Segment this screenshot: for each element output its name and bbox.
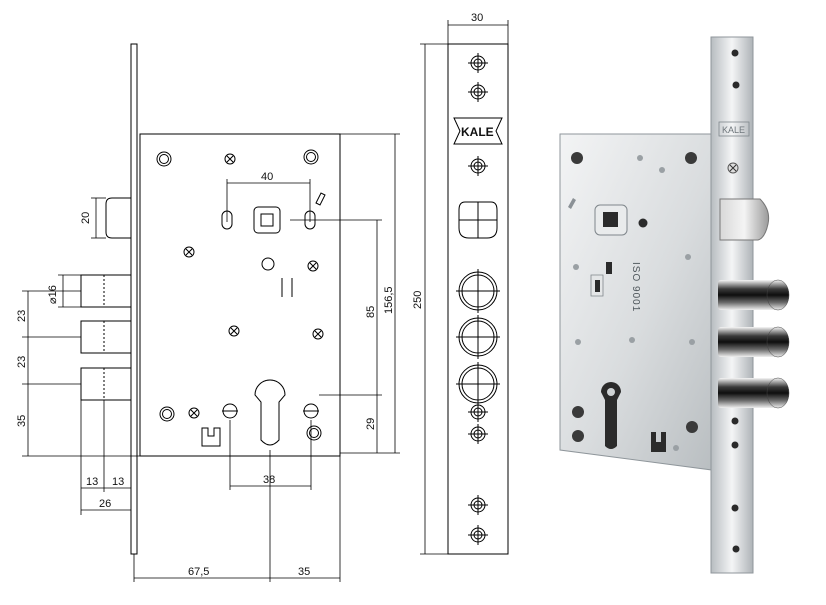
faceplate-dimensions	[420, 20, 509, 555]
faceplate-screw-top-2	[468, 82, 488, 102]
front-screw-2	[183, 246, 195, 258]
front-faceplate	[130, 43, 138, 555]
faceplate-screw-bottom-2	[468, 525, 488, 545]
front-mount-hole-tl	[156, 151, 172, 167]
photo-plate-logo: KALE	[722, 125, 745, 135]
dim-label-dia16: ⌀16	[47, 285, 59, 304]
faceplate-screw-lower-2	[468, 424, 488, 444]
faceplate-outline	[447, 43, 509, 555]
front-deadbolt-1	[80, 274, 132, 308]
front-deadbolt-3	[80, 367, 132, 401]
photo-deadbolt-1	[718, 279, 790, 311]
front-screw-1	[224, 153, 236, 165]
dim-label-29: 29	[365, 418, 377, 430]
dim-label-13a: 13	[86, 476, 98, 488]
photo-plate-screw	[727, 162, 739, 174]
faceplate-view: KALE	[447, 43, 509, 555]
dim-label-35-left: 35	[16, 415, 28, 427]
faceplate-bolt-hole-2	[456, 315, 500, 359]
dim-label-40: 40	[261, 171, 273, 183]
front-deadbolt-2	[80, 320, 132, 354]
faceplate-logo-frame	[453, 117, 503, 145]
faceplate-bolt-hole-1	[456, 269, 500, 313]
dim-label-13b: 13	[112, 476, 124, 488]
faceplate-latch-opening	[458, 201, 498, 239]
dim-label-156-5: 156,5	[383, 286, 395, 314]
front-screw-4	[228, 325, 240, 337]
front-cylinder-cutout	[254, 379, 286, 446]
faceplate-screw-mid	[468, 156, 488, 176]
front-latch-bolt	[105, 197, 131, 239]
dim-label-38: 38	[263, 474, 275, 486]
front-spindle-outer	[253, 206, 281, 234]
faceplate-bolt-hole-3	[456, 362, 500, 406]
photo-view: KALE	[559, 36, 790, 574]
dim-label-20: 20	[80, 212, 92, 224]
front-dimension-labels: 40 20 ⌀16 23 23 35 13 13 26 38 67,5 35 8…	[16, 171, 395, 578]
front-spindle-square	[260, 213, 274, 227]
photo-deadbolt-3	[718, 377, 790, 409]
photo-body-code: ISO 9001	[630, 262, 641, 312]
front-screw-3	[307, 260, 319, 272]
front-mount-hole-tr	[303, 149, 319, 165]
dim-label-26: 26	[99, 498, 111, 510]
faceplate-screw-top-1	[468, 53, 488, 73]
faceplate-dimension-labels: 30 250	[412, 12, 483, 309]
dim-label-250: 250	[412, 291, 424, 309]
faceplate-screw-lower-1	[468, 402, 488, 422]
photo-cylinder-cutout	[601, 382, 621, 449]
front-screw-5	[312, 328, 324, 340]
dim-label-23b: 23	[16, 356, 28, 368]
front-screw-6	[188, 407, 200, 419]
dim-label-85: 85	[365, 306, 377, 318]
front-dimensions	[22, 133, 400, 582]
dim-label-23a: 23	[16, 310, 28, 322]
front-mount-hole-bl	[159, 406, 175, 422]
dim-label-35-bottom: 35	[298, 566, 310, 578]
faceplate-screw-bottom-1	[468, 495, 488, 515]
dim-label-67-5: 67,5	[188, 566, 209, 578]
photo-latch-bolt	[719, 198, 770, 241]
photo-deadbolt-2	[718, 326, 790, 358]
dim-label-30: 30	[471, 12, 483, 24]
front-mount-hole-br	[306, 425, 322, 441]
faceplate-logo-text: KALE	[461, 125, 494, 139]
